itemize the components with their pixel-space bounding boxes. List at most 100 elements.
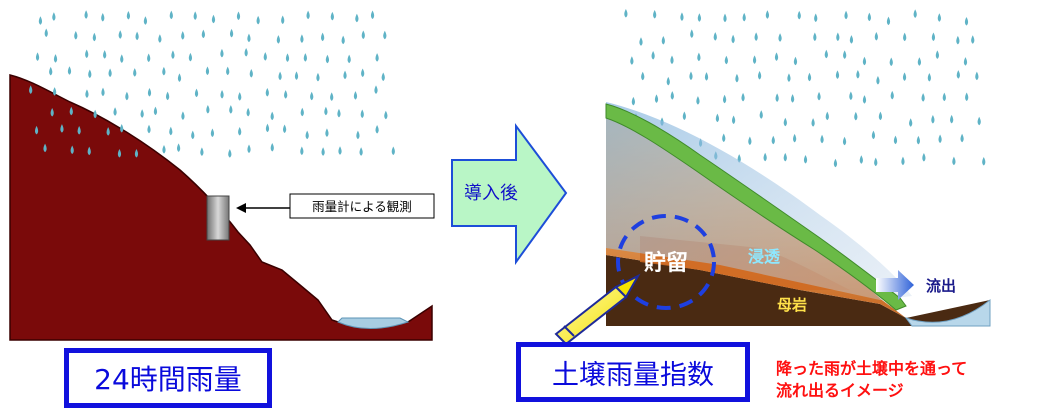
raindrop [220,48,224,58]
raindrop [60,124,64,133]
raindrop [52,12,56,21]
gauge-label: 雨量計による観測 [312,199,412,214]
raindrop [639,37,643,46]
raindrop [690,29,694,38]
raindrop [774,52,779,61]
raindrop [724,55,728,65]
raindrop [93,109,97,119]
raindrop [169,126,173,136]
raindrop [950,114,954,124]
raindrop [844,10,848,20]
right-pond [904,298,991,327]
raindrop [281,15,285,25]
raindrop [963,57,968,66]
left-pond [337,317,410,329]
raindrop [630,56,634,65]
raindrop [956,70,960,79]
raindrop [162,144,166,154]
raindrop [889,57,893,66]
raindrop [244,47,248,57]
right-slope-scene: 貯留 浸透 母岩 流出 [554,9,991,346]
raindrop [263,52,267,61]
rain-left [29,10,395,158]
raindrop [206,104,210,114]
raindrop [181,111,185,120]
raindrop [49,66,53,76]
raindrop [220,89,224,99]
raindrop [820,134,824,144]
raindrop [836,32,840,42]
raindrop [306,10,310,20]
raindrop [53,87,57,96]
raindrop [938,134,942,143]
raindrop [793,56,798,66]
raindrop [874,157,878,167]
raindrop [270,111,274,121]
raindrop [731,34,735,44]
raindrop [876,75,880,85]
raindrop [43,143,47,153]
raindrop [85,89,89,98]
raindrop [246,107,250,117]
raindrop [697,13,701,22]
raindrop [890,90,894,100]
raindrop [85,49,89,59]
raindrop [125,91,129,101]
raindrop [862,56,867,66]
raindrop [278,71,282,81]
raindrop [790,94,795,103]
raindrop [843,50,847,59]
raindrop [793,133,797,143]
raindrop [38,16,43,25]
raindrop [856,70,860,79]
raindrop [654,94,659,103]
raindrop [813,32,817,42]
raindrop [921,93,925,102]
raindrop [177,73,182,82]
raindrop [321,147,325,156]
raindrop [360,109,364,118]
raindrop [757,71,762,80]
raindrop [285,53,290,62]
raindrop [53,54,58,63]
left-slope-scene: 雨量計による観測 [9,10,435,341]
raindrop [236,11,241,20]
outflow-label: 流出 [926,277,956,295]
raindrop [300,107,304,117]
raindrop [201,29,205,39]
raindrop [748,136,752,145]
raindrop [300,34,304,43]
rainfall-24h-title: 24時間雨量 [64,348,272,408]
raindrop [147,53,151,62]
raindrop [226,66,230,76]
raindrop [670,55,674,64]
raindrop [140,109,144,118]
raindrop [282,124,287,134]
raindrop [641,71,645,81]
raindrop [824,49,828,59]
raindrop [74,30,78,40]
raindrop [833,158,838,168]
raindrop [126,10,130,20]
raindrop [67,66,72,75]
raindrop [256,15,260,25]
raindrop [867,12,871,22]
raindrop [759,110,763,119]
raindrop [723,13,727,23]
infiltration-label: 浸透 [748,247,781,266]
raindrop [956,35,960,45]
raindrop [661,35,665,45]
raindrop [854,111,858,121]
raindrop [249,68,253,78]
raindrop [383,30,387,40]
raindrop [960,133,964,143]
raindrop [270,143,274,152]
raindrop [849,35,854,44]
raindrop [965,92,969,101]
raindrop [158,34,162,43]
raindrop [77,125,81,135]
raindrop [631,96,635,106]
raindrop [191,130,195,140]
raindrop [624,9,628,18]
